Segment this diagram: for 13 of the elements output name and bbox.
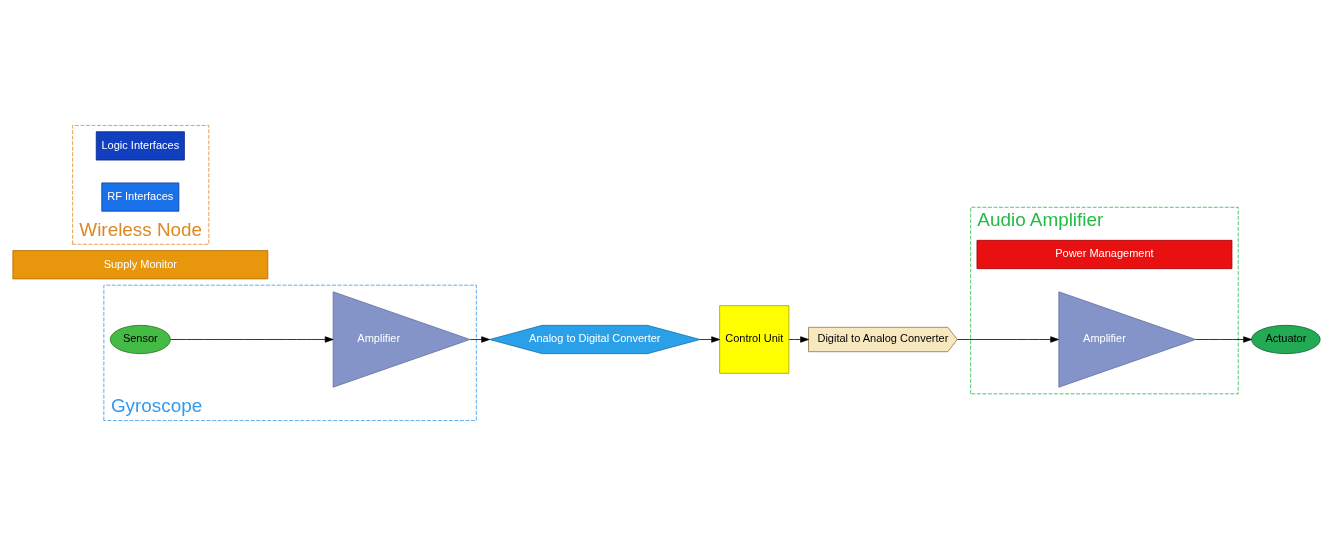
- node-box: RF Interfaces: [101, 182, 180, 212]
- arrow: [1195, 335, 1252, 343]
- node-ellipse: Sensor: [109, 324, 171, 354]
- node-box: Supply Monitor: [12, 249, 269, 279]
- node-box: Power Management: [976, 239, 1233, 269]
- node-ellipse: Actuator: [1251, 324, 1321, 354]
- arrow: [788, 335, 809, 343]
- node-box: Control Unit: [719, 304, 790, 374]
- arrow: [170, 335, 334, 343]
- arrow: [699, 335, 720, 343]
- node-box: Logic Interfaces: [95, 130, 185, 160]
- arrow: [957, 335, 1059, 343]
- arrow: [469, 335, 490, 343]
